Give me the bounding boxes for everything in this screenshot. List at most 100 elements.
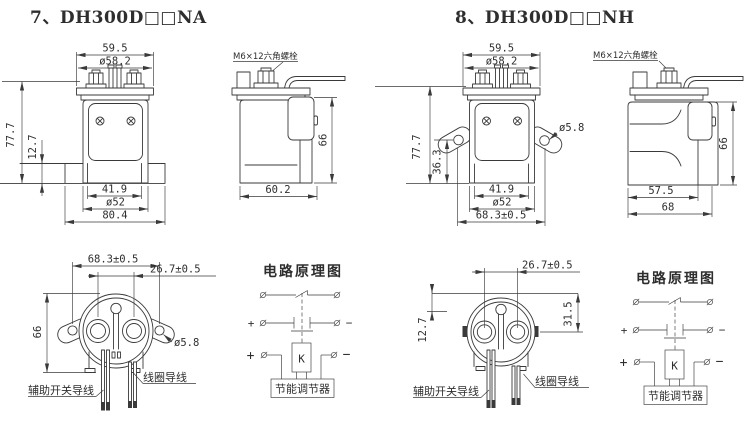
dim-width-base: 80.4 [102, 210, 127, 222]
aux-switch-wires [486, 349, 496, 408]
dim-bottom-height: 66 [32, 326, 44, 339]
dim-height: 77.7 [5, 122, 17, 147]
dim-base-thickness: 12.7 [27, 134, 39, 159]
bracket-lever [682, 76, 744, 91]
plus-contact: + [621, 324, 628, 337]
right-circuit-diagram: 电路原理图 + − + [620, 270, 726, 405]
plus-contact: + [248, 317, 255, 330]
side-tab-left [462, 326, 470, 337]
terminal-bolts [85, 64, 145, 89]
dim-hole-dia: ø5.8 [559, 122, 584, 134]
mounting-flange [462, 87, 541, 96]
main-contact-row: + − [248, 317, 353, 332]
right-side-dimensions: 66 57.5 68 [627, 101, 737, 218]
base-plate [0, 163, 166, 184]
wire-labels: 辅助开关导线 线圈导线 [28, 370, 196, 397]
right-front-dimensions: 59.5 ø58.2 77.7 36.3 ø5.8 41.9 ø52 [375, 43, 584, 226]
dim-offset: 12.7 [417, 317, 429, 342]
cover-panel [88, 103, 143, 161]
circuit-title: 电路原理图 [636, 270, 716, 287]
ear-hole-left [67, 325, 78, 336]
wire-labels: 辅助开关导线 线圈导线 [413, 373, 589, 398]
mounting-flange [76, 87, 154, 96]
dim-width-feet: 41.9 [489, 184, 514, 196]
dim-hole-dia: ø5.8 [174, 337, 199, 349]
cover-panel [474, 103, 530, 161]
dim-side-height: 66 [718, 137, 730, 150]
regulator-label: 节能调节器 [275, 382, 330, 396]
left-circuit-diagram: 电路原理图 + − + [247, 263, 353, 398]
main-contact-row: + − [621, 324, 726, 339]
bolt-callout: M6×12六角螺栓 [593, 50, 658, 61]
cover-screws [482, 116, 522, 126]
coil-wire-label: 线圈导线 [535, 374, 579, 388]
aux-switch-wires [101, 349, 110, 411]
minus-coil: − [343, 348, 351, 363]
coil-wires [128, 361, 137, 408]
dim-dia-flange: ø58.2 [486, 56, 518, 68]
right-front-view: 59.5 ø58.2 77.7 36.3 ø5.8 41.9 ø52 [375, 43, 584, 226]
left-front-view: 59.5 ø58.2 77.7 12.7 41.9 ø52 80.4 [0, 43, 166, 225]
dim-dia-flange: ø58.2 [99, 56, 131, 68]
bolt-callout: M6×12六角螺栓 [233, 51, 298, 62]
coil-row: + K − [620, 349, 724, 386]
regulator-label: 节能调节器 [648, 389, 703, 403]
coil-box [664, 349, 685, 380]
panel-right: 8、DH300D□□NH [375, 8, 744, 408]
left-bottom-view: 68.3±0.5 26.7±0.5 66 ø5.8 辅助开关导线 线圈导线 [28, 254, 216, 411]
dim-dia-body: ø52 [106, 197, 125, 209]
aux-switch-cover [287, 96, 315, 141]
left-front-dimensions: 59.5 ø58.2 77.7 12.7 41.9 ø52 80.4 [2, 43, 166, 225]
relay-body [82, 99, 149, 184]
dim-ear-height: 36.3 [432, 149, 444, 174]
body-outline [466, 297, 536, 367]
minus-contact: − [346, 317, 353, 330]
dim-side-width: 60.2 [265, 184, 290, 196]
dim-width-top: 59.5 [102, 43, 127, 55]
ear-hole-right [539, 135, 550, 146]
coil-symbol: K [671, 360, 678, 373]
bracket-lever [283, 76, 346, 91]
coil-row: + K − [247, 342, 351, 379]
dim-bottom-height: 31.5 [563, 301, 575, 326]
coil-wires [511, 365, 521, 405]
minus-coil: − [716, 355, 724, 370]
regulator-box [270, 378, 335, 398]
body-outline [78, 293, 154, 369]
dim-width-top: 59.5 [489, 43, 514, 55]
dim-width-ears: 68.3±0.5 [476, 210, 527, 222]
aux-switch-row [632, 297, 714, 306]
right-bottom-dimensions: 26.7±0.5 12.7 31.5 [417, 260, 583, 343]
dim-width-body: 57.5 [648, 185, 673, 197]
cover-screws [95, 116, 136, 126]
coil-symbol: K [298, 353, 305, 366]
left-side-view: M6×12六角螺栓 66 [231, 51, 346, 200]
coil-box [291, 342, 312, 373]
circuit-title: 电路原理图 [263, 263, 343, 280]
aux-wire-label: 辅助开关导线 [413, 384, 479, 398]
ear-hole-left [453, 134, 464, 146]
regulator-box [643, 385, 708, 405]
left-bottom-dimensions: 68.3±0.5 26.7±0.5 66 ø5.8 [32, 254, 216, 373]
dim-width-total: 68 [662, 202, 675, 214]
right-side-view: M6×12六角螺栓 [593, 50, 744, 218]
section-title-right: 8、DH300D□□NH [455, 8, 635, 28]
ear-profile [629, 109, 682, 167]
ear-hole-right [154, 325, 165, 336]
dim-width-feet: 41.9 [102, 184, 127, 196]
panel-left: 7、DH300D□□NA [0, 8, 353, 411]
relay-body [469, 99, 535, 184]
plus-coil: + [247, 349, 255, 364]
terminal-bolts [472, 64, 531, 89]
plus-coil: + [620, 356, 628, 371]
dim-terminal-pitch: 26.7±0.5 [150, 264, 201, 276]
aux-wire-label: 辅助开关导线 [28, 383, 94, 397]
section-title-left: 7、DH300D□□NA [30, 8, 207, 28]
minus-contact: − [719, 324, 726, 337]
aux-switch-row [259, 290, 341, 299]
left-side-dimensions: 66 60.2 [239, 97, 337, 200]
right-bottom-view: 26.7±0.5 12.7 31.5 辅助开关导线 线圈导线 [413, 260, 589, 408]
dim-terminal-pitch: 26.7±0.5 [522, 260, 573, 272]
